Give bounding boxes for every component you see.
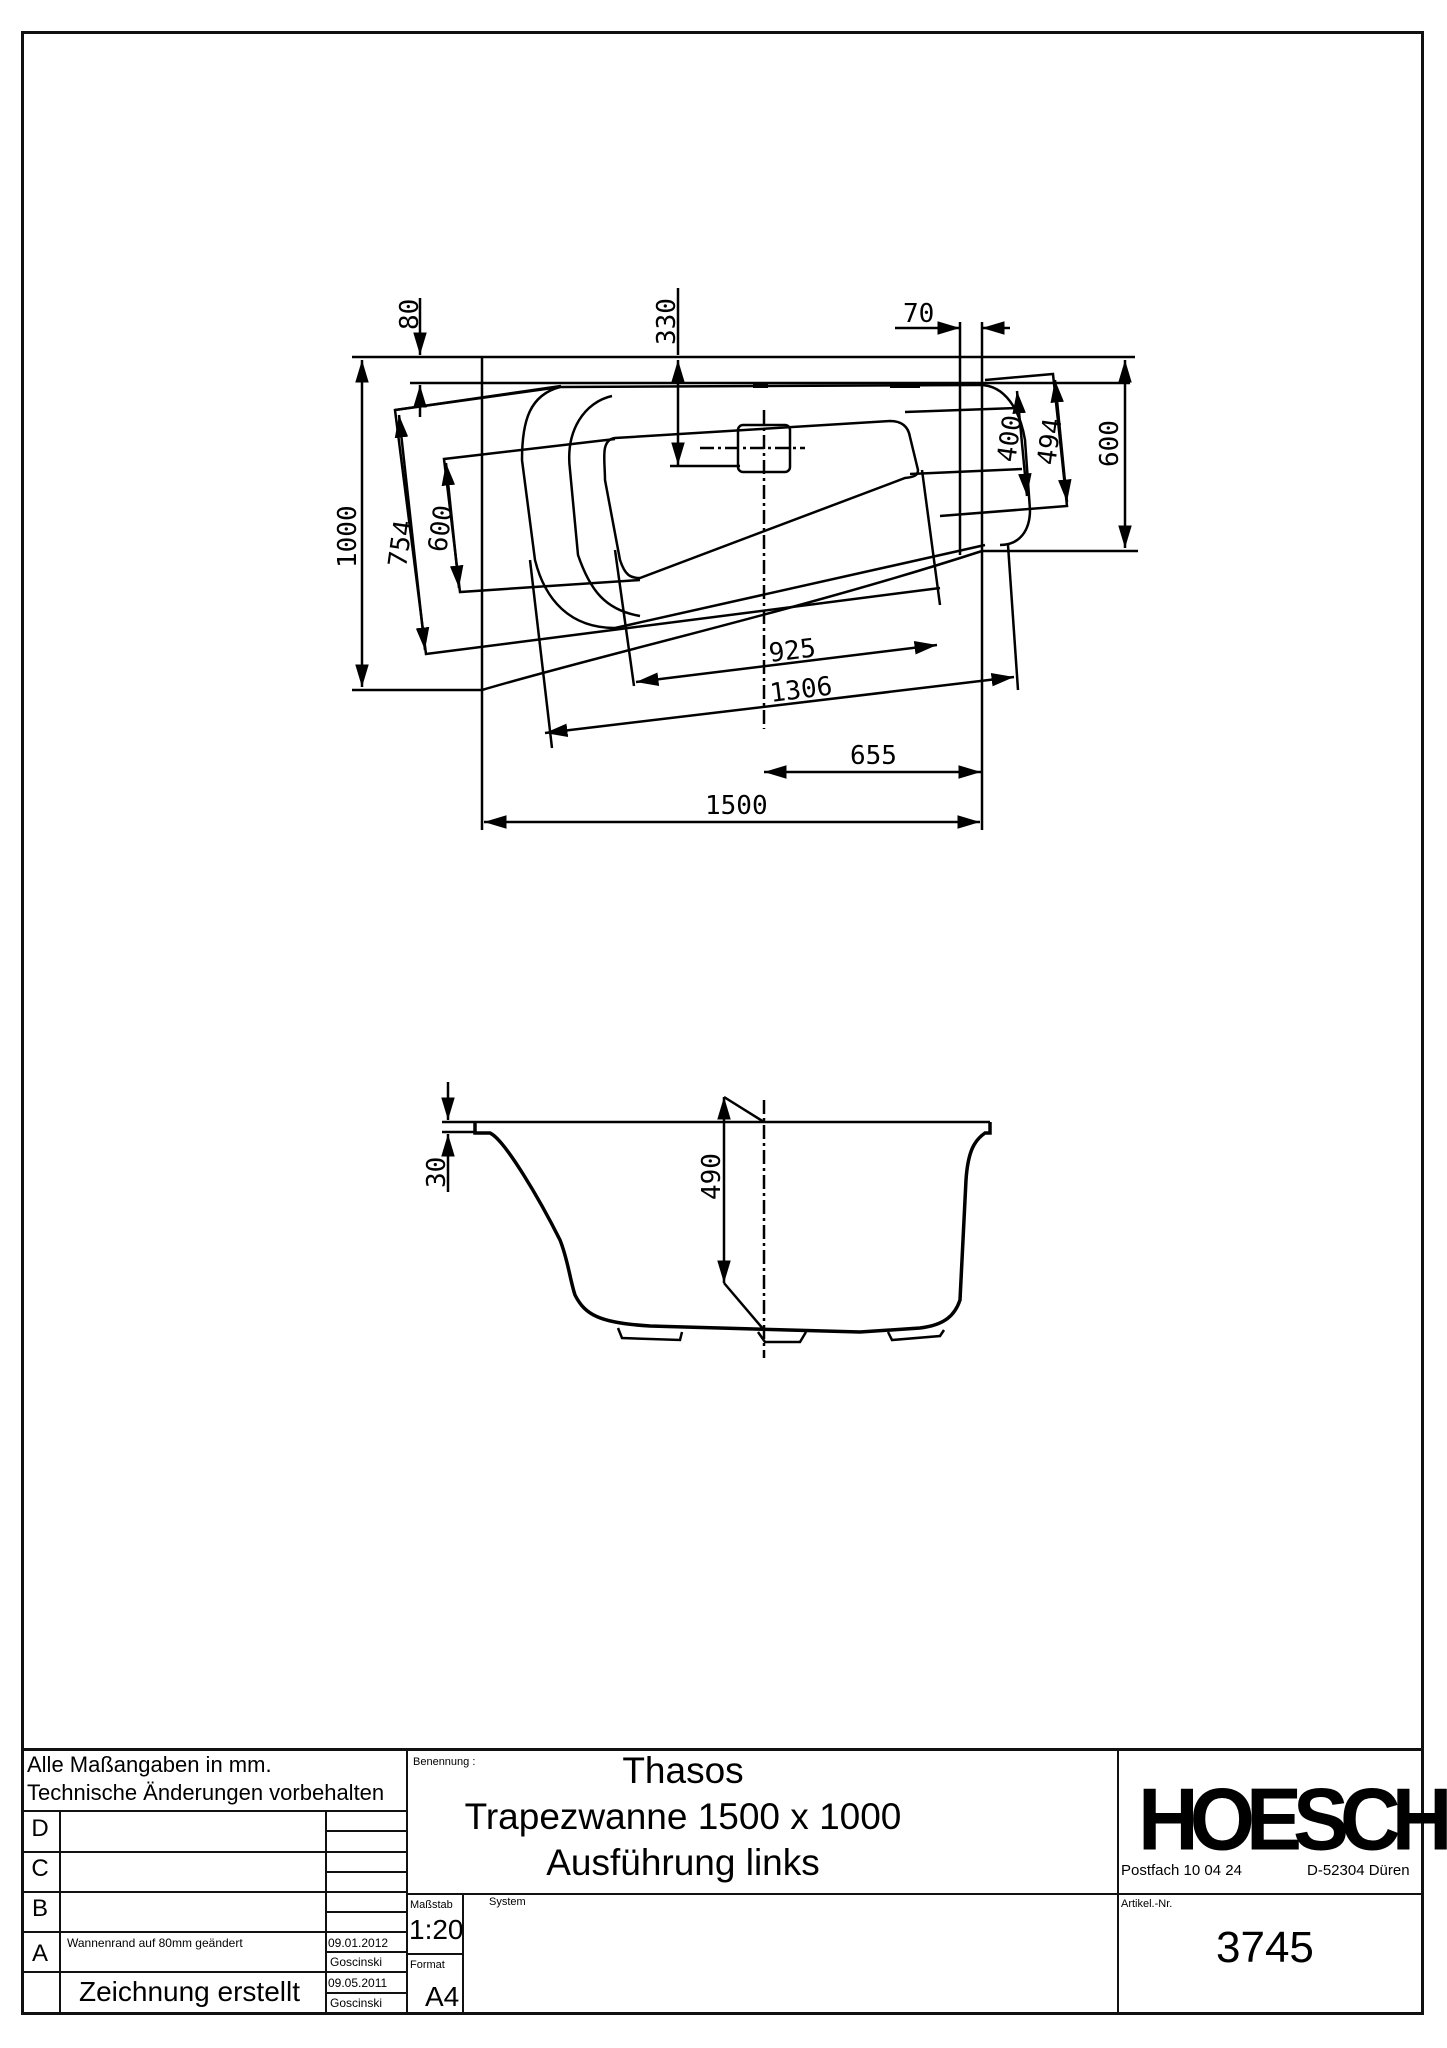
dim-80: 80 bbox=[395, 299, 425, 330]
hoesch-logo: HOESCH bbox=[1138, 1769, 1447, 1869]
system-label: System bbox=[489, 1896, 526, 1908]
dim-925: 925 bbox=[767, 633, 817, 669]
benennung-label: Benennung : bbox=[413, 1756, 476, 1768]
dim-600-left: 600 bbox=[423, 503, 459, 554]
artikel-number: 3745 bbox=[1216, 1923, 1314, 1972]
title-block: Alle Maßangaben in mm. Technische Änderu… bbox=[21, 1748, 1447, 2015]
dim-1500: 1500 bbox=[705, 791, 768, 821]
revision-letter-c: C bbox=[31, 1855, 49, 1882]
drawing-frame bbox=[21, 31, 1424, 2015]
revision-letter-b: B bbox=[31, 1895, 48, 1922]
product-type: Trapezwanne 1500 x 1000 bbox=[464, 1796, 902, 1837]
section-view: 30 490 bbox=[422, 1082, 992, 1358]
created-author: Goscinski bbox=[330, 1996, 383, 2010]
dim-1306: 1306 bbox=[768, 672, 834, 709]
dim-400: 400 bbox=[992, 413, 1028, 464]
dim-330: 330 bbox=[652, 298, 682, 345]
product-variant: Ausführung links bbox=[546, 1842, 820, 1883]
dim-655: 655 bbox=[850, 741, 897, 771]
revision-letter-d: D bbox=[31, 1815, 49, 1842]
dim-600-right: 600 bbox=[1095, 420, 1125, 467]
dim-30: 30 bbox=[422, 1157, 452, 1188]
dim-490: 490 bbox=[697, 1153, 727, 1200]
massstab-value: 1:20 bbox=[409, 1914, 464, 1945]
dim-1000: 1000 bbox=[333, 505, 363, 568]
revision-a-author: Goscinski bbox=[330, 1955, 383, 1969]
note-changes: Technische Änderungen vorbehalten bbox=[27, 1780, 385, 1805]
company-city: D-52304 Düren bbox=[1307, 1862, 1410, 1879]
dim-70: 70 bbox=[903, 299, 934, 329]
dim-494: 494 bbox=[1032, 416, 1068, 467]
dim-754: 754 bbox=[383, 518, 419, 569]
created-label: Zeichnung erstellt bbox=[79, 1976, 301, 2007]
revision-a-description: Wannenrand auf 80mm geändert bbox=[67, 1936, 243, 1950]
created-date: 09.05.2011 bbox=[328, 1976, 388, 1990]
product-name: Thasos bbox=[622, 1750, 744, 1791]
artikel-label: Artikel.-Nr. bbox=[1121, 1898, 1173, 1910]
plan-view: 80 330 70 1000 754 600 400 494 600 925 1… bbox=[333, 288, 1138, 830]
massstab-label: Maßstab bbox=[410, 1899, 453, 1911]
format-value: A4 bbox=[425, 1981, 460, 2012]
revision-a-date: 09.01.2012 bbox=[328, 1936, 389, 1950]
revision-letter-a: A bbox=[31, 1940, 48, 1967]
note-units: Alle Maßangaben in mm. bbox=[27, 1752, 272, 1777]
format-label: Format bbox=[410, 1959, 445, 1971]
company-postfach: Postfach 10 04 24 bbox=[1121, 1862, 1242, 1879]
